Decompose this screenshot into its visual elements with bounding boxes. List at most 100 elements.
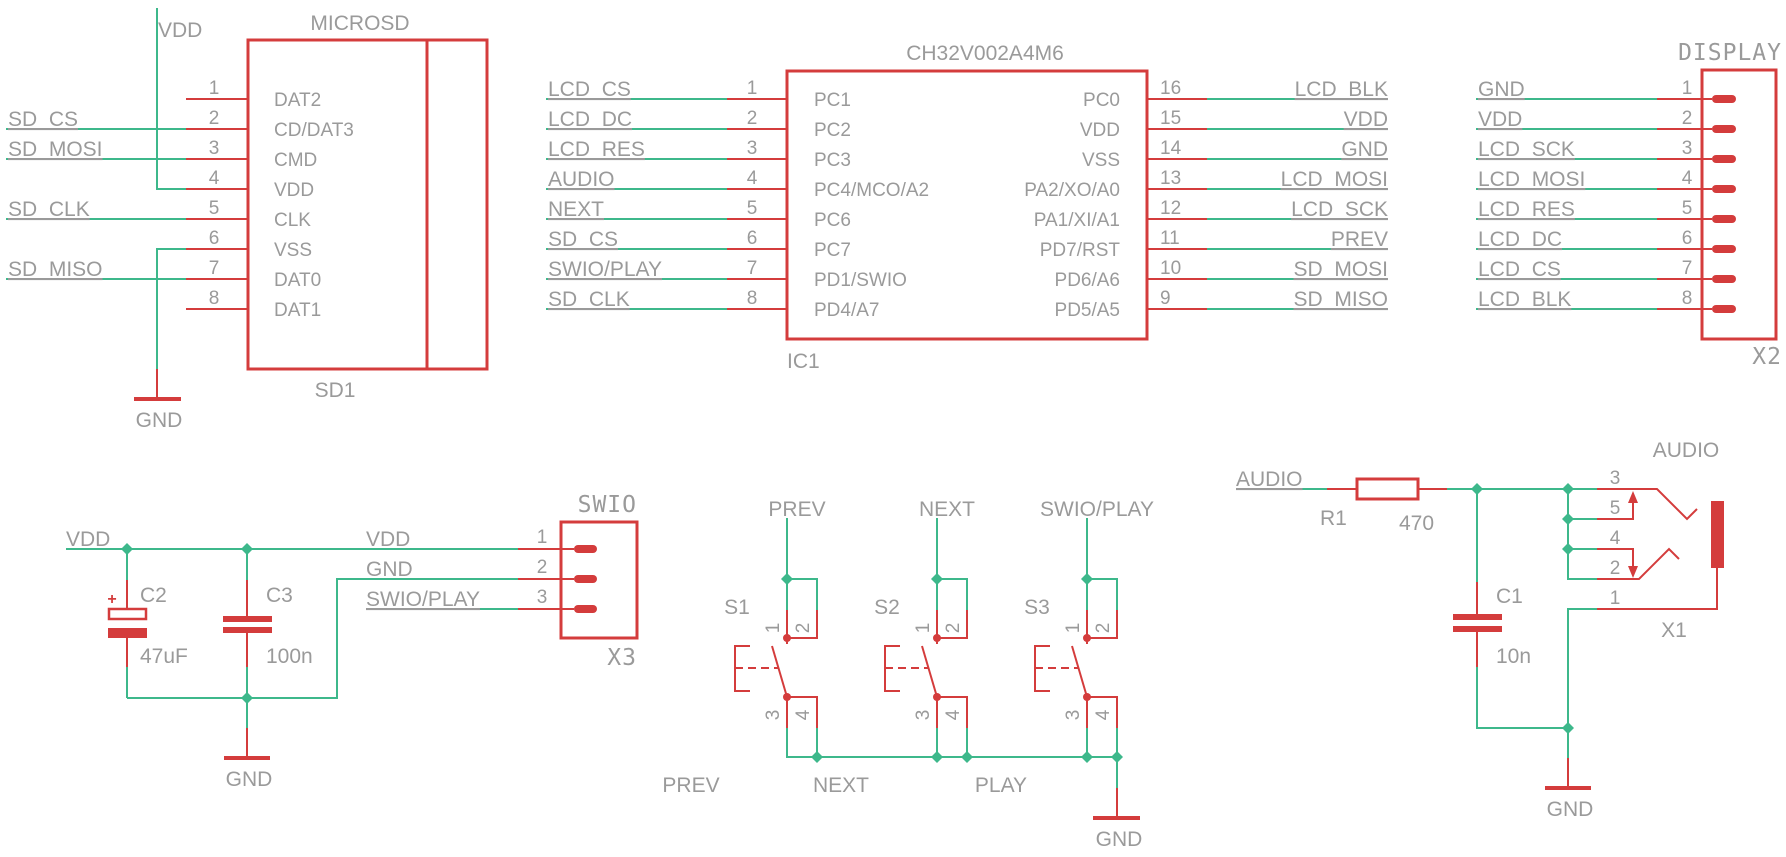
- x1-contact-4: [1597, 548, 1634, 568]
- pin-number: 9: [1160, 288, 1171, 309]
- sd1-gnd-wire: [156, 248, 186, 369]
- ic1-value: CH32V002A4M6: [906, 42, 1064, 65]
- x3-pin[interactable]: 2: [518, 557, 597, 583]
- pin-number: 4: [747, 168, 758, 189]
- net-label: NEXT: [548, 198, 604, 221]
- r1-body: [1355, 477, 1420, 501]
- r1-resistor[interactable]: R1 470: [1320, 477, 1447, 535]
- x2-body: [1700, 68, 1778, 341]
- x1-sleeve-bar: [1711, 501, 1724, 568]
- pin-number: 4: [793, 709, 814, 720]
- pin-number: 2: [537, 557, 548, 578]
- switch-bottom-label: PLAY: [975, 774, 1027, 797]
- pin-number: 2: [793, 623, 814, 634]
- ic1-symbol[interactable]: CH32V002A4M6 IC1 1PC1LCD_CS2PC2LCD_DC3PC…: [546, 42, 1388, 373]
- pin-stub: [1087, 610, 1118, 639]
- x2-display-connector[interactable]: DISPLAY X2 1GND2VDD3LCD_SCK4LCD_MOSI5LCD…: [1476, 40, 1782, 370]
- audio-net-label: AUDIO: [1236, 468, 1303, 491]
- sd1-symbol[interactable]: MICROSD SD1 1DAT22CD/DAT3SD_CS3CMDSD_MOS…: [6, 12, 489, 402]
- net-label: SD_CS: [548, 228, 618, 251]
- net-label: SD_CS: [8, 108, 78, 131]
- c3-plate-top: [223, 616, 272, 622]
- pin-name: PD6/A6: [1055, 270, 1120, 291]
- net-label: LCD_BLK: [1295, 78, 1388, 101]
- pin-stub: [937, 610, 968, 639]
- pin-number: 1: [1063, 623, 1084, 634]
- net-label: LCD_MOSI: [1281, 168, 1388, 191]
- pin-number: 12: [1160, 198, 1181, 219]
- junction-dot: [1562, 513, 1574, 525]
- x1-gnd-wire: [1567, 608, 1597, 788]
- c1-name: C1: [1496, 585, 1523, 608]
- pin-number: 2: [1093, 623, 1114, 634]
- junction-dot: [1081, 573, 1093, 585]
- x1-bridge-wire: [1567, 489, 1597, 580]
- switch-name: S3: [1024, 596, 1050, 619]
- switch-pin2-wire: [787, 578, 818, 610]
- c2-electrolytic-capacitor[interactable]: + C2 47uF: [107, 549, 188, 698]
- pin-name: DAT1: [274, 300, 321, 321]
- x1-audio-jack[interactable]: 3 5 4 2 1 AUDIO X1: [1597, 439, 1724, 642]
- c1-wire-bottom: [1476, 667, 1568, 729]
- junction-dot: [1562, 543, 1574, 555]
- pin-number: 14: [1160, 138, 1182, 159]
- pin-number: 3: [747, 138, 758, 159]
- x3-pin[interactable]: 1: [518, 527, 597, 553]
- net-label: SD_CLK: [548, 288, 630, 311]
- c1-capacitor[interactable]: C1 10n: [1453, 489, 1568, 729]
- x3-swio-net-label: SWIO/PLAY: [366, 588, 480, 611]
- power-gnd-label: GND: [226, 768, 273, 791]
- pin-number: 3: [537, 587, 548, 608]
- pin-number: 1: [763, 623, 784, 634]
- sd1-value: MICROSD: [310, 12, 409, 35]
- switch-name: S1: [724, 596, 750, 619]
- x3-pin[interactable]: 3: [518, 587, 597, 613]
- c3-capacitor[interactable]: C3 100n: [223, 549, 313, 728]
- x3-swio-connector[interactable]: SWIO X3 123: [518, 492, 639, 671]
- pin-name: PD4/A7: [814, 300, 879, 321]
- sd1-body: [246, 38, 489, 371]
- pin-name: PA2/XO/A0: [1024, 180, 1120, 201]
- pin-stub: [937, 696, 968, 728]
- net-label: LCD_MOSI: [1478, 168, 1585, 191]
- sd1-vdd-wire: [156, 8, 186, 190]
- pin-name: PC7: [814, 240, 851, 261]
